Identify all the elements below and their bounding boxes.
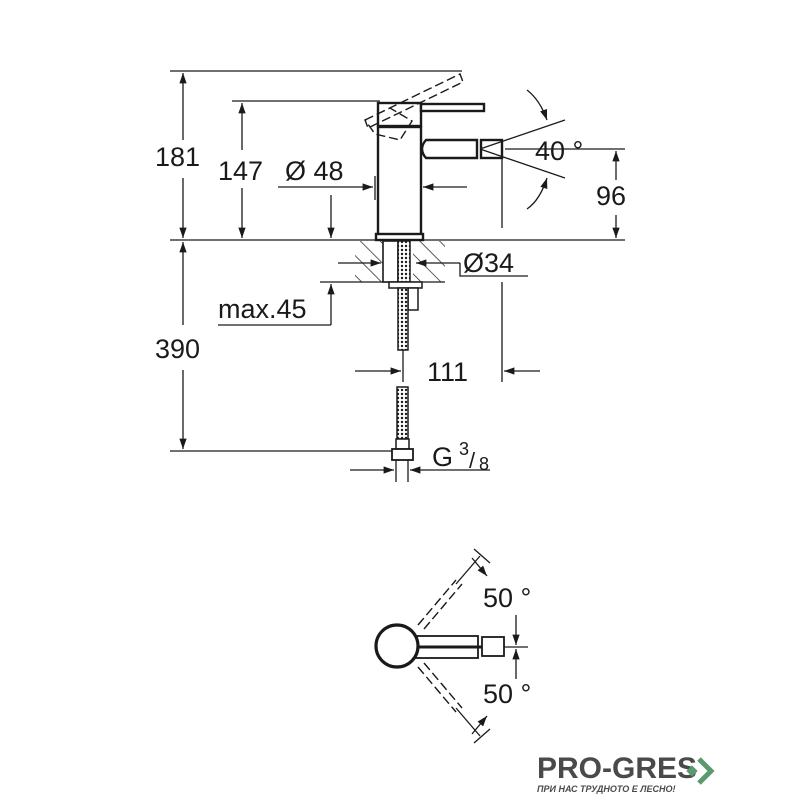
- connection-nut: [391, 448, 414, 461]
- spout: [420, 138, 479, 160]
- lever: [419, 102, 486, 113]
- logo-chevron-icon: [686, 757, 715, 785]
- logo-tagline: ПРИ НАС ТРУДНОТО Е ЛЕСНО!: [537, 784, 676, 794]
- dim-diameter-34: Ø34: [463, 248, 514, 278]
- faucet-top-circle: [374, 623, 420, 669]
- dim-thread-g: G: [432, 442, 453, 472]
- dim-diameter-48: Ø 48: [285, 156, 344, 186]
- faucet-head: [376, 101, 423, 128]
- angle-lower: 50 °: [483, 679, 531, 709]
- dim-111: 111: [427, 357, 468, 387]
- pro-gres-logo: PRO-GRES ПРИ НАС ТРУДНОТО Е ЛЕСНО!: [537, 752, 715, 794]
- top-view: 50 ° 50 °: [374, 548, 531, 744]
- dim-96: 96: [596, 181, 626, 211]
- faucet-body: [376, 125, 423, 237]
- side-view: 181 147 Ø 48 40 ° 96 Ø34 max.45 390 111 …: [155, 70, 626, 482]
- dim-390: 390: [155, 334, 200, 364]
- supply-hose: [397, 287, 409, 351]
- logo-name: PRO-GRES: [537, 752, 698, 785]
- svg-text:/: /: [469, 448, 476, 473]
- dim-147: 147: [218, 156, 263, 186]
- angle-upper: 50 °: [483, 583, 531, 613]
- dim-spray-angle: 40 °: [535, 136, 583, 166]
- dim-max-45: max.45: [218, 294, 307, 324]
- dim-181: 181: [155, 142, 200, 172]
- dim-thread-den: 8: [479, 454, 489, 474]
- dim-thread-num: 3: [459, 439, 469, 459]
